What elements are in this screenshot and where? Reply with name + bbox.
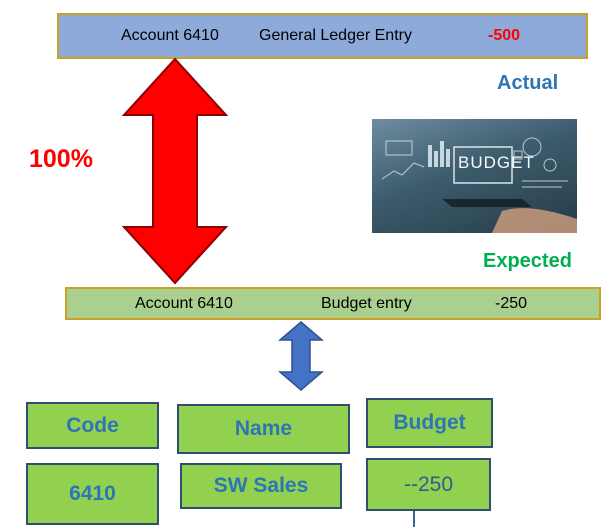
budget-cell: --250 [366,458,491,511]
name-cell: SW Sales [180,463,342,509]
connector-line [413,511,415,527]
budget-entry-bar: Account 6410 Budget entry -250 [65,287,601,320]
percent-label: 100% [29,145,93,173]
budget-amount-label: -250 [495,294,528,312]
blue-double-arrow-icon [277,321,325,391]
red-double-arrow-icon [121,57,229,285]
budget-illustration-icon [381,137,577,233]
code-cell: 6410 [26,463,159,525]
budget-account-label: Account 6410 [135,294,233,312]
budget-photo: BUDGET [372,119,577,233]
actual-label: Actual [497,72,559,94]
gl-account-label: Account 6410 [121,27,219,44]
budget-header: Budget [366,398,493,448]
gl-amount-label: -500 [488,27,521,44]
expected-label: Expected [483,250,572,272]
code-header: Code [26,402,159,449]
name-header: Name [177,404,350,454]
gl-description-label: General Ledger Entry [259,27,412,44]
budget-image-text: BUDGET [458,153,535,172]
budget-description-label: Budget entry [321,294,412,312]
general-ledger-entry-bar: Account 6410 General Ledger Entry -500 [57,13,588,59]
